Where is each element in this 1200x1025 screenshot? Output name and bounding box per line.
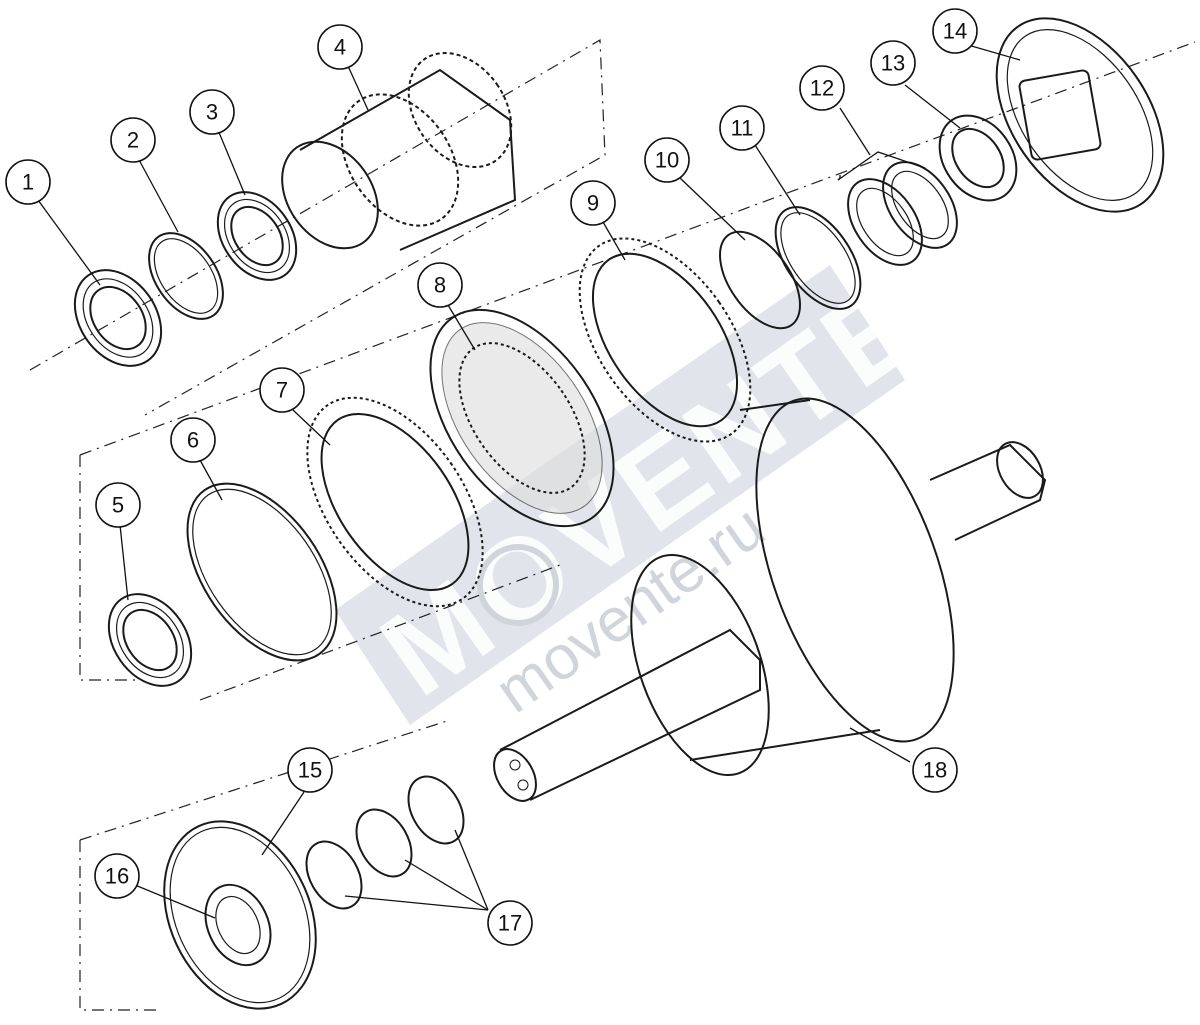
callout-label: 5 (112, 493, 124, 518)
callout-4: 4 (317, 24, 363, 70)
part-seal-pair-12 (847, 161, 958, 266)
assembly-axis-lines (29, 38, 1196, 1011)
callout-3: 3 (189, 89, 235, 135)
callout-12: 12 (799, 65, 845, 111)
callout-label: 12 (810, 76, 834, 101)
part-clutch-drum-shaft-18 (493, 397, 1047, 802)
callout-11: 11 (719, 105, 765, 151)
callout-label: 10 (655, 148, 679, 173)
callout-label: 15 (298, 758, 322, 783)
callout-16: 16 (94, 853, 140, 899)
callout-label: 9 (587, 191, 599, 216)
callout-15: 15 (287, 747, 333, 793)
callout-1: 1 (5, 159, 51, 205)
callout-label: 18 (923, 758, 947, 783)
part-clutch-plate-7 (306, 396, 484, 608)
watermark-logo-icon (477, 544, 559, 626)
part-bearing-1 (73, 269, 163, 367)
callout-18: 18 (912, 747, 958, 793)
callout-2: 2 (110, 117, 156, 163)
callout-13: 13 (870, 40, 916, 86)
leader-lines (37, 44, 1021, 919)
callout-label: 14 (943, 19, 967, 44)
callout-14: 14 (932, 8, 978, 54)
callout-label: 11 (731, 116, 754, 141)
callout-8: 8 (417, 262, 463, 308)
watermark-brand: MOVENTE (358, 255, 944, 721)
part-piston-housing-14 (995, 17, 1165, 213)
part-bushing-13 (938, 114, 1018, 202)
part-thrust-washer-15 (163, 820, 317, 1010)
part-friction-disc-8 (429, 308, 615, 528)
part-snap-ring-6 (186, 482, 338, 662)
callout-label: 16 (105, 864, 129, 889)
watermark: MOVENTE movente.ru (335, 255, 944, 726)
callout-6: 6 (170, 417, 216, 463)
callout-label: 13 (881, 51, 905, 76)
part-clutch-plate-9 (578, 237, 752, 443)
part-bearing-3 (216, 191, 298, 281)
callout-label: 1 (22, 170, 34, 195)
part-bearing-5 (107, 593, 193, 687)
callout-7: 7 (259, 367, 305, 413)
part-gear-hub-4 (281, 52, 517, 251)
callout-label: 8 (434, 273, 446, 298)
callout-9: 9 (570, 180, 616, 226)
part-o-rings-17 (305, 775, 465, 910)
callout-label: 7 (276, 378, 288, 403)
callout-label: 2 (127, 128, 139, 153)
part-circlip-2 (148, 232, 224, 320)
callout-label: 3 (206, 100, 218, 125)
callout-label: 17 (498, 911, 522, 936)
callout-label: 6 (187, 428, 199, 453)
callout-10: 10 (644, 137, 690, 183)
callout-5: 5 (95, 482, 141, 528)
callout-label: 4 (334, 35, 346, 60)
callout-17: 17 (487, 900, 533, 946)
part-ring-11 (774, 206, 862, 310)
part-bearing-race-16 (204, 883, 272, 967)
